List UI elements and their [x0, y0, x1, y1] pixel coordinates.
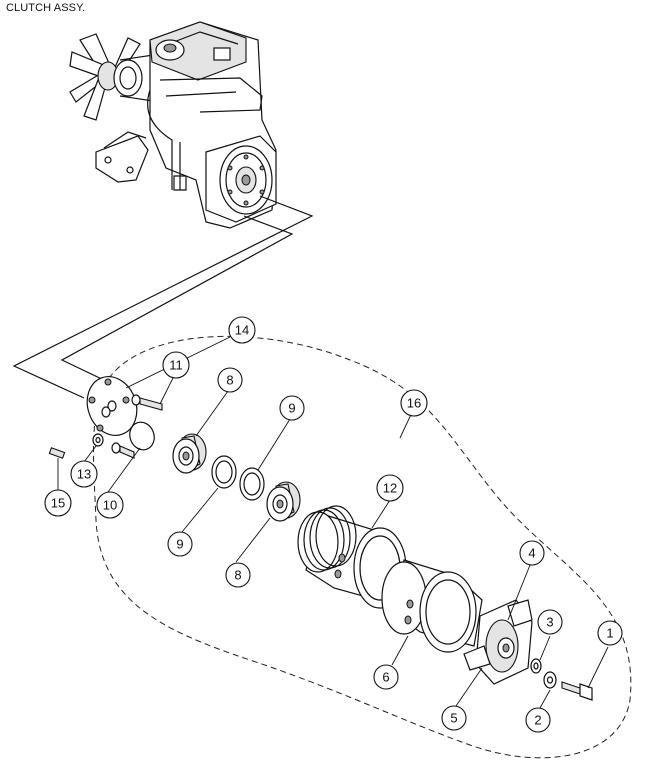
part-bearing-8a: [172, 433, 207, 474]
callout-3: 3: [537, 609, 563, 635]
part-bearing-8b: [266, 481, 301, 522]
callout-9-upper: 9: [279, 395, 305, 421]
part-flat-washer: [543, 671, 557, 689]
callout-label-14: 14: [235, 323, 249, 338]
callout-16: 16: [400, 389, 428, 417]
callout-12: 12: [376, 474, 404, 502]
callout-13: 13: [70, 460, 98, 488]
part-lock-washer: [530, 658, 542, 674]
part-shim-disc: [129, 421, 155, 451]
engine-illustration: [69, 21, 277, 229]
callout-label-12: 12: [383, 481, 397, 496]
callout-label-13: 13: [77, 467, 91, 482]
part-clutch-shoes: [463, 599, 533, 685]
callout-label-11: 11: [169, 358, 183, 373]
part-clutch-cup: [381, 559, 483, 653]
part-bolt-11: [101, 394, 163, 459]
callout-label-8-lower: 8: [234, 568, 241, 583]
callout-label-1: 1: [606, 626, 613, 641]
callout-6: 6: [373, 664, 399, 690]
callout-label-16: 16: [407, 396, 421, 411]
callout-label-8-upper: 8: [226, 373, 233, 388]
callout-1: 1: [597, 620, 623, 646]
connection-band: [12, 195, 314, 399]
callout-label-10: 10: [103, 498, 117, 513]
callout-2: 2: [525, 707, 551, 733]
callouts: 1 2 3 4 5 6 8 8: [44, 316, 623, 733]
part-pin: [48, 447, 66, 459]
part-pilot-plate: [86, 376, 138, 436]
callout-15: 15: [44, 489, 72, 517]
callout-10: 10: [96, 491, 124, 519]
part-spacer-9b: [239, 467, 265, 501]
callout-8-lower: 8: [225, 562, 251, 588]
callout-14: 14: [228, 316, 256, 344]
callout-label-3: 3: [546, 615, 553, 630]
callout-8-upper: 8: [217, 367, 243, 393]
assembly-boundary: [93, 335, 632, 759]
callout-label-15: 15: [51, 496, 65, 511]
callout-label-9-upper: 9: [288, 401, 295, 416]
callout-label-4: 4: [528, 546, 535, 561]
callout-label-2: 2: [534, 713, 541, 728]
part-spacer-9a: [211, 455, 237, 489]
leader-lines: [57, 336, 609, 709]
callout-label-9-lower: 9: [176, 537, 183, 552]
part-bolt-1: [561, 681, 593, 701]
callout-4: 4: [519, 540, 545, 566]
callout-11: 11: [162, 351, 190, 379]
diagram-title: CLUTCH ASSY.: [6, 2, 86, 14]
callout-label-6: 6: [382, 670, 389, 685]
part-washer-13: [92, 433, 104, 447]
callout-9-lower: 9: [167, 531, 193, 557]
callout-5: 5: [441, 705, 467, 731]
callout-label-5: 5: [450, 711, 457, 726]
